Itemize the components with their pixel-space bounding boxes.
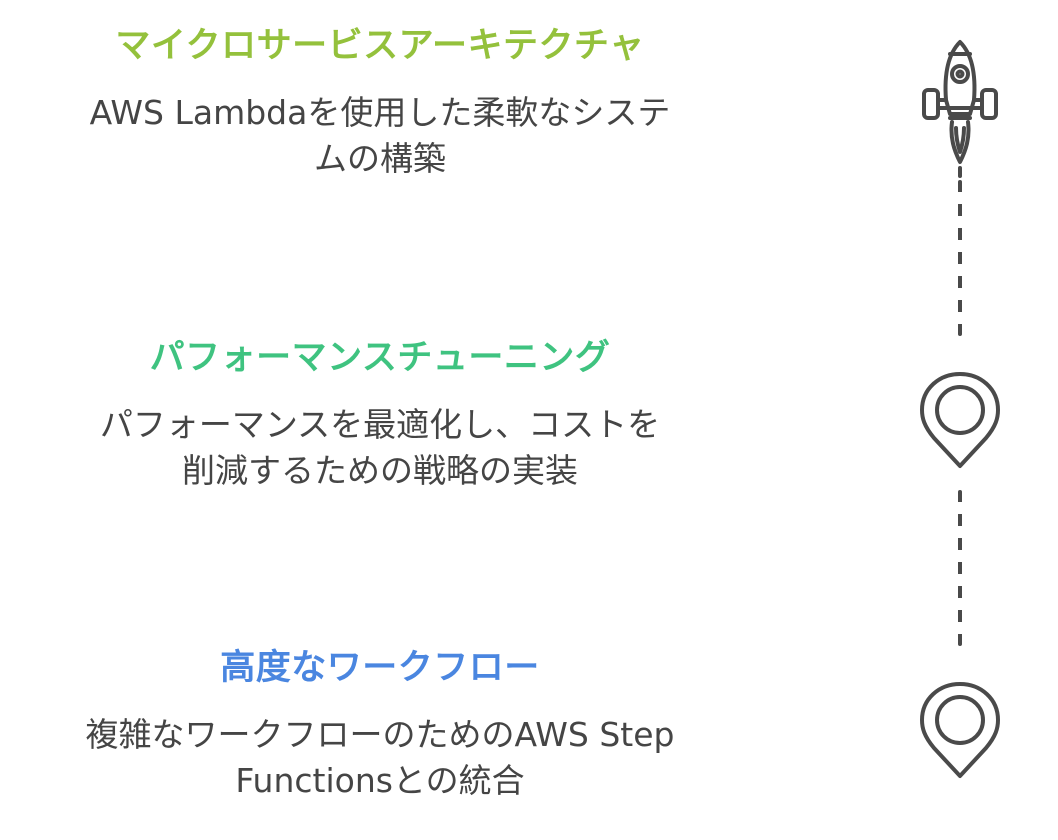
dashed-connector bbox=[958, 490, 962, 646]
step-description: AWS Lambdaを使用した柔軟なシステ ムの構築 bbox=[20, 90, 740, 182]
map-pin-icon bbox=[918, 680, 1002, 780]
map-pin-icon bbox=[918, 370, 1002, 470]
dashed-connector bbox=[958, 180, 962, 336]
step-performance-tuning: パフォーマンスチューニング パフォーマンスを最適化し、コストを 削減するための戦… bbox=[20, 336, 740, 494]
step-microservices: マイクロサービスアーキテクチャ AWS Lambdaを使用した柔軟なシステ ムの… bbox=[20, 24, 740, 182]
description-line: 削減するための戦略の実装 bbox=[182, 451, 578, 490]
description-line: 複雑なワークフローのためのAWS Step bbox=[85, 715, 675, 754]
rocket-icon bbox=[918, 38, 1002, 178]
step-title: マイクロサービスアーキテクチャ bbox=[115, 26, 645, 66]
description-line: パフォーマンスを最適化し、コストを bbox=[99, 405, 661, 444]
step-description: 複雑なワークフローのためのAWS Step Functionsとの統合 bbox=[20, 712, 740, 804]
step-title: 高度なワークフロー bbox=[220, 648, 540, 688]
description-line: AWS Lambdaを使用した柔軟なシステ bbox=[89, 93, 671, 132]
description-line: ムの構築 bbox=[314, 139, 446, 178]
step-advanced-workflow: 高度なワークフロー 複雑なワークフローのためのAWS Step Function… bbox=[20, 646, 740, 804]
step-description: パフォーマンスを最適化し、コストを 削減するための戦略の実装 bbox=[20, 402, 740, 494]
description-line: Functionsとの統合 bbox=[235, 761, 525, 800]
step-title: パフォーマンスチューニング bbox=[149, 338, 611, 378]
